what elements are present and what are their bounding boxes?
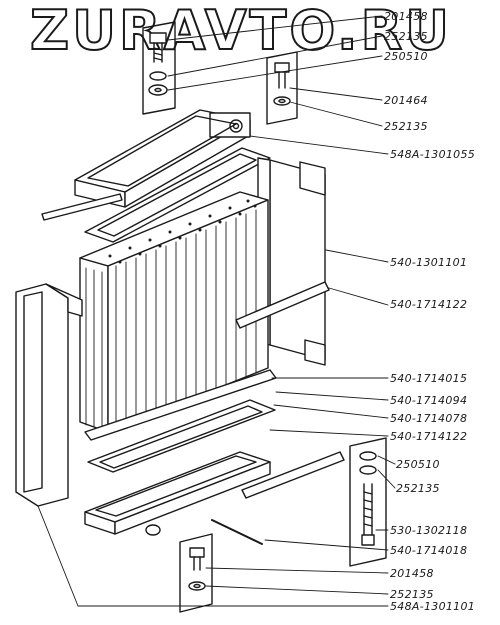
top-bolt-assembly bbox=[142, 21, 176, 115]
drain-pipe bbox=[211, 519, 263, 545]
radiator-core bbox=[79, 191, 269, 433]
callout-label: 201458 bbox=[390, 567, 434, 580]
upper-tank bbox=[74, 109, 251, 208]
upper-strip bbox=[41, 193, 123, 221]
callout-label: 540-1714078 bbox=[390, 412, 468, 425]
bottom-bolt-assembly bbox=[179, 533, 213, 613]
callout-label: 250510 bbox=[384, 50, 428, 63]
callout-label: 252135 bbox=[384, 120, 428, 133]
callout-label: 250510 bbox=[396, 458, 440, 471]
callout-label: 252135 bbox=[384, 30, 428, 43]
drain-bolt-assembly bbox=[349, 437, 387, 567]
callout-label: 540-1714094 bbox=[390, 394, 468, 407]
callout-label: 252135 bbox=[396, 482, 440, 495]
lower-strip bbox=[241, 451, 345, 499]
center-strip bbox=[235, 281, 330, 329]
callout-label: 540-1301101 bbox=[390, 256, 468, 269]
upper-gasket bbox=[84, 147, 271, 243]
callout-label: 540-1714122 bbox=[390, 430, 468, 443]
callout-label: 548A-1301101 bbox=[390, 600, 476, 613]
callout-label: 530-1302118 bbox=[390, 524, 468, 537]
callout-label: 540-1714015 bbox=[390, 372, 468, 385]
callout-label: 201458 bbox=[384, 10, 428, 23]
lower-gasket bbox=[87, 399, 276, 473]
callout-label: 540-1714018 bbox=[390, 544, 468, 557]
left-side-panel bbox=[15, 283, 83, 507]
watermark-logo: ZURAVTO.RU bbox=[29, 0, 453, 63]
callout-label: 252135 bbox=[390, 588, 434, 601]
lower-tank bbox=[84, 451, 271, 536]
callout-label: 540-1714122 bbox=[390, 298, 468, 311]
leader-lines bbox=[37, 15, 396, 607]
callout-label: 201464 bbox=[384, 94, 428, 107]
callout-label: 548A-1301055 bbox=[390, 148, 476, 161]
